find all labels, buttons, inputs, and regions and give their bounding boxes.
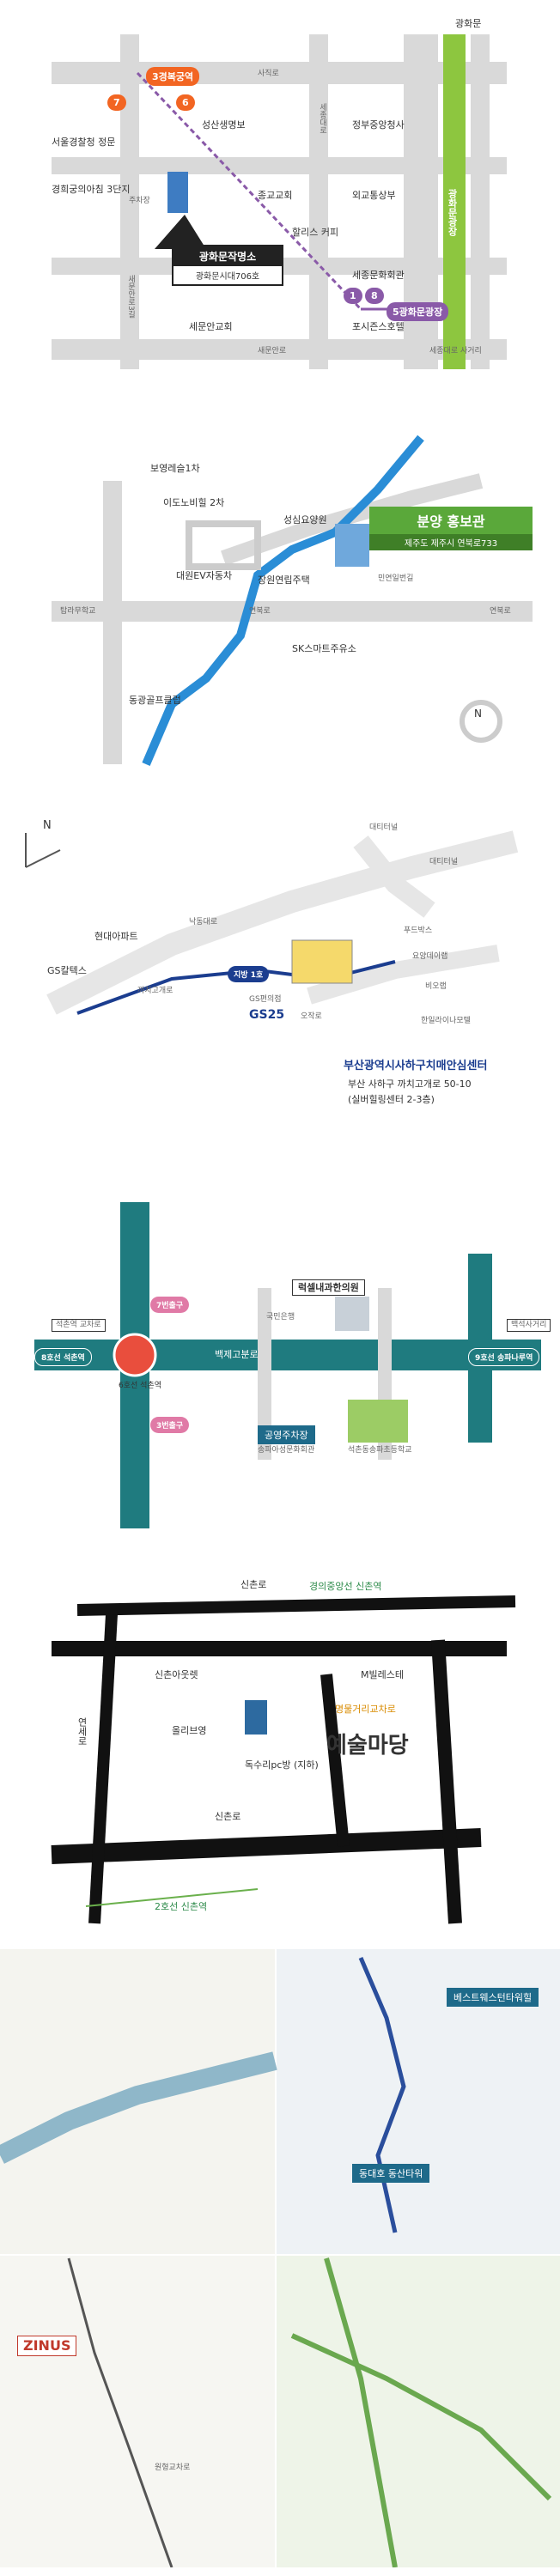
station-gyeongbokgung: 3경복궁역 xyxy=(146,67,200,86)
map-sinchon: 경의중앙선 신촌역 2호선 신촌역 신촌로 연세로 신촌로 신촌아웃렛 M빌레스… xyxy=(0,1563,560,1941)
busan-place-8: GS25 xyxy=(249,1008,285,1022)
collage-label-0: 베스트웨스턴타워힐 xyxy=(447,1988,539,2007)
map-jeju: 분양 홍보관 제주도 제주시 연북로733 보영레슬1차 이도노비힐 2차 대원… xyxy=(0,429,560,790)
exit-8-badge: 8 xyxy=(365,288,384,304)
busan-place-3: GS칼텍스 xyxy=(47,965,87,976)
busan-place-5: 요양데이랩 xyxy=(412,952,448,961)
jeju-north: N xyxy=(474,708,482,720)
sinchon-road-2: 신촌로 xyxy=(215,1811,241,1822)
sinchon-brand: 예술마당 xyxy=(326,1733,409,1759)
collage-label-1: 동대호 동산타워 xyxy=(352,2164,430,2183)
sinchon-road-1: 연세로 xyxy=(76,1717,88,1746)
place-church: 종교교회 xyxy=(258,190,293,201)
place-parking: 주차장 xyxy=(129,197,150,205)
map-busan-roads xyxy=(25,830,519,1015)
map-collage-bg xyxy=(0,1949,560,2567)
busan-place-2: 현대아파트 xyxy=(94,931,138,942)
place-foreign: 외교통상부 xyxy=(352,190,396,201)
collage-label-2: 원형교차로 xyxy=(155,2464,191,2472)
sinchon-place-3: 독수리pc방 (지하) xyxy=(245,1759,319,1771)
jeju-place-5: SK스마트주유소 xyxy=(292,643,356,654)
seokchon-parking: 공영주차장 xyxy=(258,1425,315,1444)
map-sinchon-roads xyxy=(51,1595,516,1924)
seokchon-station-left: 8호선 석촌역 xyxy=(34,1348,92,1366)
place-gyeonghui: 경희궁의아침 3단지 xyxy=(52,184,131,195)
collage-brand: ZINUS xyxy=(17,2336,77,2356)
road-saemunan: 새문안로 xyxy=(258,347,287,355)
seokchon-road: 백제고분로 xyxy=(215,1349,259,1360)
busan-place-6: 비오랩 xyxy=(425,982,447,991)
gwanghwamun-plaza-label: 광화문광장 xyxy=(447,189,458,236)
place-hollys: 할리스 커피 xyxy=(292,227,339,238)
jeju-place-0: 보영레슬1차 xyxy=(150,463,200,474)
seokchon-intersection-left: 석촌역 교차로 xyxy=(52,1319,106,1332)
sinchon-road-0: 신촌로 xyxy=(240,1579,267,1590)
exit-7-badge: 7 xyxy=(107,94,126,111)
busan-north: N xyxy=(43,819,52,832)
venue-callout: 광화문작명소 광화문시대706호 xyxy=(172,245,283,286)
busan-address2: (실버힐링센터 2-3층) xyxy=(348,1094,435,1105)
jeju-road-1: 연북로 xyxy=(249,607,271,616)
map-busan: N 대티터널 대티터널 현대아파트 GS칼텍스 푸드박스 요양데이랩 비오랩 G… xyxy=(0,790,560,1168)
map-jeju-roads xyxy=(52,434,533,766)
station-gwanghwamun-plaza: 5광화문광장 xyxy=(387,302,449,321)
place-gov: 정부중앙청사 xyxy=(352,119,405,131)
landmark-gwanghwamun: 광화문 xyxy=(455,18,482,29)
sinchon-place-1: M빌레스테 xyxy=(361,1669,404,1680)
seokchon-school: 석촌동송파초등학교 xyxy=(348,1446,412,1455)
exit-1-badge: 1 xyxy=(344,288,362,304)
road-saemunan-3: 새문안로3길 xyxy=(126,275,135,319)
seokchon-exit-bottom: 3번출구 xyxy=(150,1417,190,1433)
seokchon-bank: 국민은행 xyxy=(266,1313,295,1321)
busan-place-4: 푸드박스 xyxy=(404,927,433,935)
jeju-title: 분양 홍보관 xyxy=(369,507,533,534)
jeju-place-1: 이도노비힐 2차 xyxy=(163,497,225,508)
place-fourseasons: 포시즌스호텔 xyxy=(352,321,405,332)
busan-address: 부산 사하구 까치고개로 50-10 xyxy=(348,1078,472,1090)
map-gwanghwamun: 광화문 3경복궁역 7 6 1 8 5광화문광장 사직로 세종대로 새문안로 세… xyxy=(0,0,560,369)
sinchon-place-0: 신촌아웃렛 xyxy=(155,1669,198,1680)
busan-road-0: 낙동대로 xyxy=(189,918,218,927)
jeju-place-3: 성심요양원 xyxy=(283,514,327,526)
venue-name: 광화문작명소 xyxy=(173,246,282,266)
sinchon-place-4: 명물거리교차로 xyxy=(335,1704,396,1715)
jeju-place-6: 동광골프클럽 xyxy=(129,695,181,706)
sinchon-top-station: 경의중앙선 신촌역 xyxy=(309,1581,382,1592)
busan-place-1: 대티터널 xyxy=(429,858,459,866)
jeju-address: 제주도 제주시 연북로733 xyxy=(369,534,533,550)
busan-road-2: 오작로 xyxy=(301,1012,322,1021)
jeju-road-2: 연북로 xyxy=(490,607,511,616)
seokchon-parking-sub: 송파아성문화회관 xyxy=(258,1446,315,1455)
seokchon-intersection-right: 백석사거리 xyxy=(507,1319,551,1332)
road-sajik: 사직로 xyxy=(258,70,279,78)
seokchon-station-right: 9호선 송파나루역 xyxy=(468,1348,540,1366)
venue-address: 광화문시대706호 xyxy=(195,272,260,282)
place-saemunan-church: 세문안교회 xyxy=(189,321,233,332)
road-sejong: 세종대로 xyxy=(318,103,326,134)
busan-place-9: 한일라이나모텔 xyxy=(421,1017,471,1025)
sinchon-bottom-station: 2호선 신촌역 xyxy=(155,1901,208,1912)
map-collage: ZINUS 베스트웨스턴타워힐 동대호 동산타워 원형교차로 xyxy=(0,1949,560,2567)
road-sejong-intersection: 세종대로 사거리 xyxy=(429,347,482,355)
exit-6-badge: 6 xyxy=(176,94,195,111)
jeju-road-0: 탑라무학교 xyxy=(60,607,96,616)
busan-center-name: 부산광역시사하구치매안심센터 xyxy=(344,1060,488,1072)
map-seokchon: 럭셀내과한의원 국민은행 백제고분로 석촌역 교차로 백석사거리 8호선 석촌역… xyxy=(0,1168,560,1563)
seokchon-clinic: 럭셀내과한의원 xyxy=(292,1279,365,1296)
busan-bus: 지방 1호 xyxy=(228,966,270,982)
jeju-road-3: 민연일번길 xyxy=(378,574,414,583)
jeju-callout: 분양 홍보관 제주도 제주시 연북로733 xyxy=(369,507,533,550)
place-sejong-center: 세종문화회관 xyxy=(352,270,405,281)
sinchon-place-2: 올리브영 xyxy=(172,1725,207,1736)
seokchon-exit-top: 7번출구 xyxy=(150,1297,190,1313)
place-police: 서울경찰청 정문 xyxy=(52,137,116,148)
busan-road-1: 까치고개로 xyxy=(137,987,173,995)
jeju-place-4: 장원연립주택 xyxy=(258,574,310,586)
seokchon-station: 6호선 석촌역 xyxy=(119,1382,161,1390)
busan-place-7: GS편의점 xyxy=(249,995,282,1004)
busan-place-0: 대티터널 xyxy=(369,823,399,832)
place-life: 성산생명보 xyxy=(202,119,246,131)
jeju-place-2: 대원EV자동차 xyxy=(176,570,233,581)
